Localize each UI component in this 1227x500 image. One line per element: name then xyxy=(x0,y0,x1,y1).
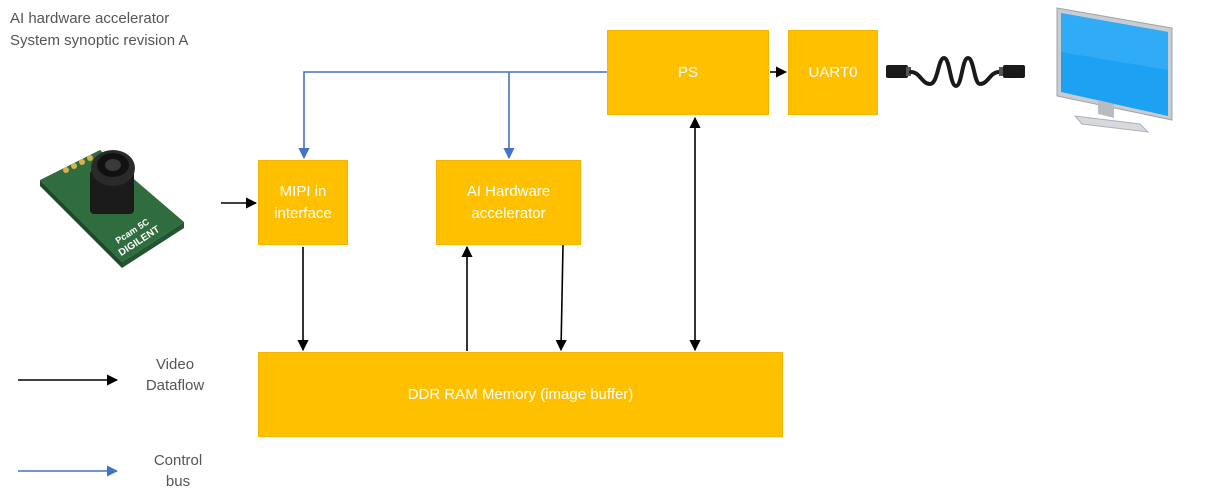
legend-control-line1: Control xyxy=(153,452,203,469)
ps-label: PS xyxy=(677,63,698,81)
legend-control-label: Control bus xyxy=(128,450,228,492)
uart-label: UART0 xyxy=(808,63,858,81)
ddr-label: DDR RAM Memory (image buffer) xyxy=(407,385,634,403)
mipi-label-line1: MIPI in xyxy=(279,182,327,200)
mipi-interface-block: MIPI in interface xyxy=(258,160,348,245)
diagram-title-line1: AI hardware accelerator xyxy=(10,10,170,27)
ai-label-line1: AI Hardware xyxy=(466,182,551,200)
camera-module-icon: Pcam 5C DIGILENT xyxy=(40,150,184,268)
ai-accelerator-block: AI Hardware accelerator xyxy=(436,160,581,245)
usb-cable-icon xyxy=(886,55,1025,89)
video-dataflow-connectors xyxy=(221,66,788,352)
diagram-title-line2: System synoptic revision A xyxy=(10,32,189,49)
monitor-icon xyxy=(1056,7,1173,133)
arrow-ai-to-ddr xyxy=(555,244,567,352)
ddr-memory-block: DDR RAM Memory (image buffer) xyxy=(258,352,783,437)
ai-label-line2: accelerator xyxy=(471,204,546,222)
legend-video-line1: Video xyxy=(155,356,195,373)
ps-block: PS xyxy=(607,30,769,115)
legend-video-label: Video Dataflow xyxy=(128,354,222,396)
mipi-label-line2: interface xyxy=(274,204,332,222)
control-arrow-to-mipi xyxy=(298,71,608,160)
uart-block: UART0 xyxy=(788,30,878,115)
legend-control-line2: bus xyxy=(165,473,191,490)
control-bus-connectors xyxy=(298,71,608,160)
legend-video-line2: Dataflow xyxy=(145,377,205,394)
